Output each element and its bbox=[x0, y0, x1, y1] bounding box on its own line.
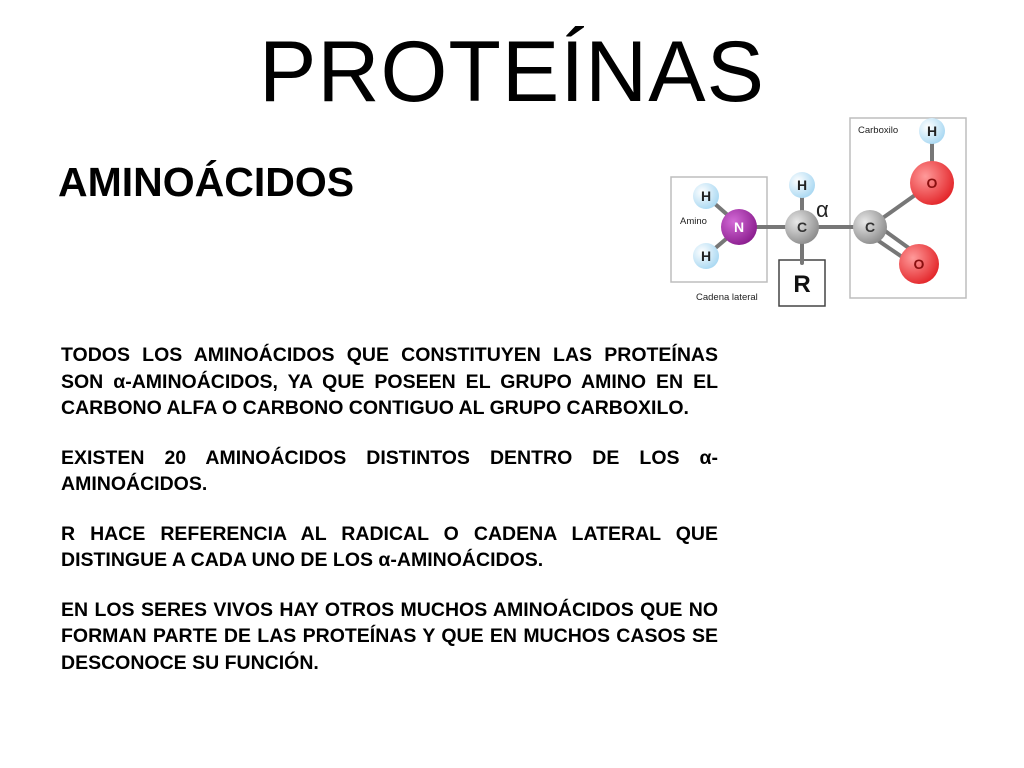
amino-acid-diagram: H H N H C C O O bbox=[668, 115, 970, 310]
svg-text:C: C bbox=[865, 219, 875, 235]
svg-text:H: H bbox=[701, 248, 711, 264]
slide-subtitle: AMINOÁCIDOS bbox=[58, 159, 355, 205]
atom-h-carboxyl: H bbox=[919, 118, 945, 144]
r-group-label: R bbox=[793, 271, 810, 298]
svg-text:C: C bbox=[797, 219, 807, 235]
svg-text:O: O bbox=[927, 175, 938, 191]
svg-text:H: H bbox=[701, 188, 711, 204]
atom-carbon-alpha: C bbox=[785, 210, 819, 244]
svg-text:H: H bbox=[797, 177, 807, 193]
atom-h-left-top: H bbox=[693, 183, 719, 209]
svg-text:O: O bbox=[914, 256, 925, 272]
body-text: TODOS LOS AMINOÁCIDOS QUE CONSTITUYEN LA… bbox=[61, 342, 718, 699]
atom-nitrogen: N bbox=[721, 209, 757, 245]
atom-carbon-carboxyl: C bbox=[853, 210, 887, 244]
paragraph-count: EXISTEN 20 AMINOÁCIDOS DISTINTOS DENTRO … bbox=[61, 446, 718, 496]
amino-group-box bbox=[670, 176, 768, 283]
svg-text:N: N bbox=[734, 219, 744, 235]
atom-h-top: H bbox=[789, 172, 815, 198]
paragraph-radical: R HACE REFERENCIA AL RADICAL O CADENA LA… bbox=[61, 522, 718, 572]
carboxilo-label: Carboxilo bbox=[858, 125, 898, 136]
atom-oxygen-top: O bbox=[910, 161, 954, 205]
atom-oxygen-bottom: O bbox=[899, 244, 939, 284]
carboxyl-group-box bbox=[849, 117, 967, 299]
slide-title: PROTEÍNAS bbox=[259, 24, 765, 120]
alpha-label: α bbox=[816, 197, 829, 222]
atom-h-left-bottom: H bbox=[693, 243, 719, 269]
cadena-lateral-label: Cadena lateral bbox=[696, 292, 758, 303]
r-group-box bbox=[778, 259, 826, 307]
amino-label: Amino bbox=[680, 216, 707, 227]
paragraph-definition: TODOS LOS AMINOÁCIDOS QUE CONSTITUYEN LA… bbox=[61, 344, 718, 419]
svg-text:H: H bbox=[927, 123, 937, 139]
paragraph-other: EN LOS SERES VIVOS HAY OTROS MUCHOS AMIN… bbox=[61, 598, 718, 674]
